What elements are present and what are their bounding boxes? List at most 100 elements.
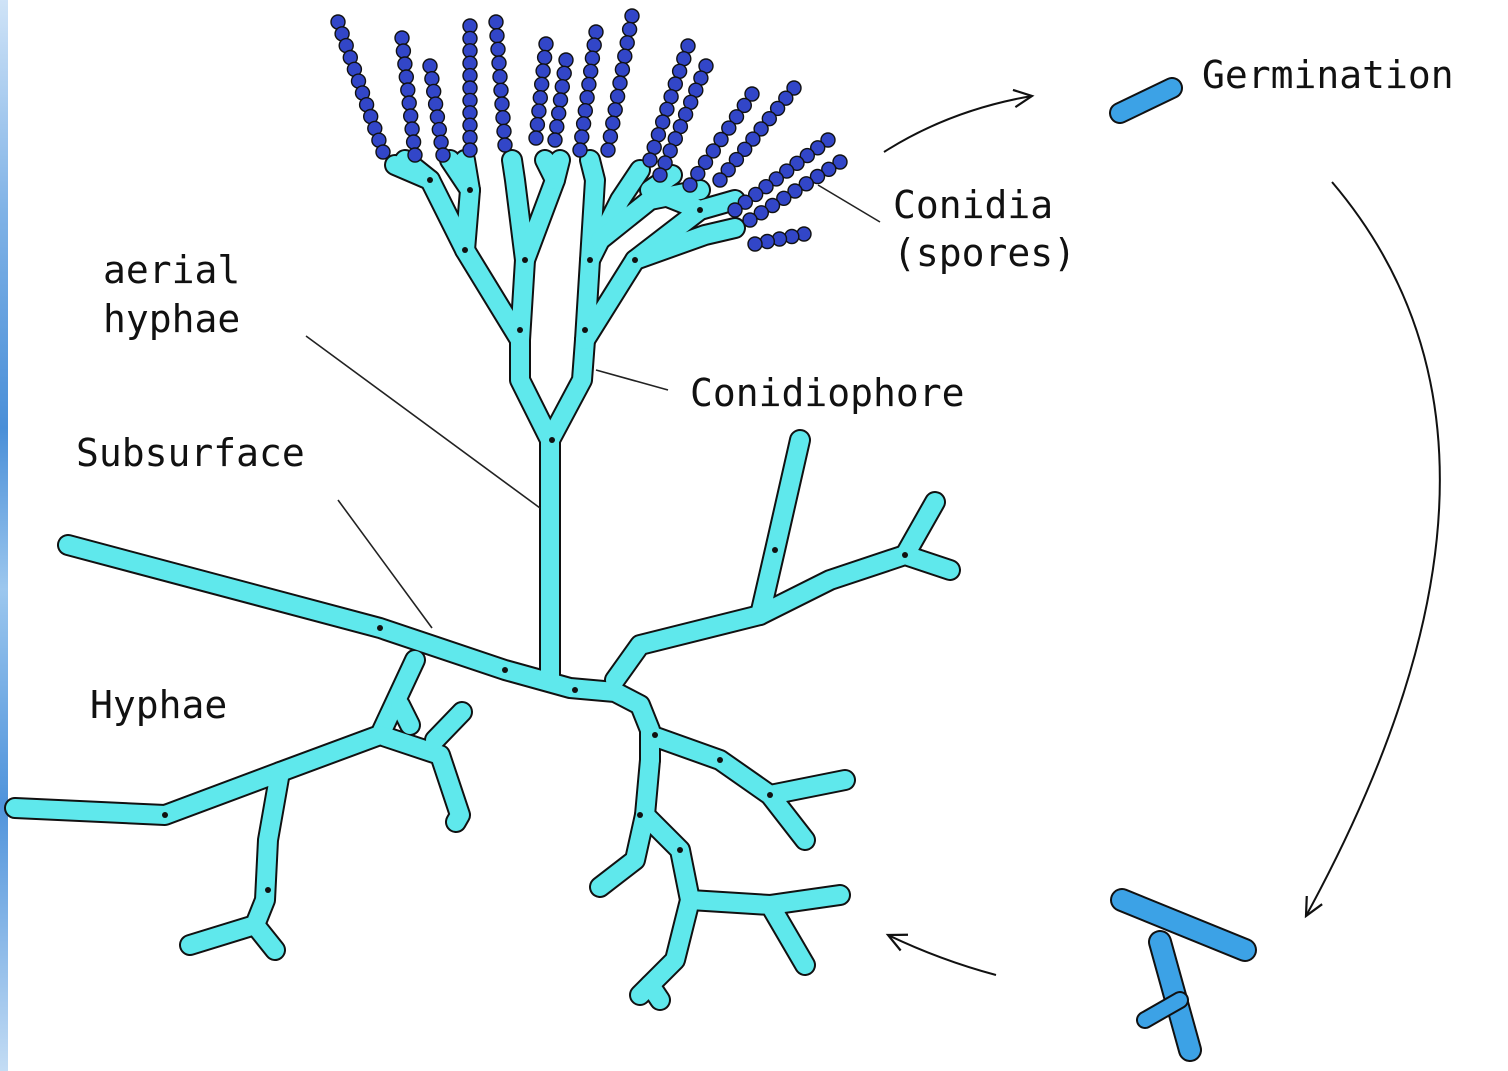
conidium bbox=[401, 83, 415, 97]
conidium bbox=[427, 84, 441, 98]
conidium bbox=[651, 128, 665, 142]
hypha-segment bbox=[400, 705, 410, 725]
conidium bbox=[559, 53, 573, 67]
conidium bbox=[575, 130, 589, 144]
conidium bbox=[608, 103, 622, 117]
conidium bbox=[582, 77, 596, 91]
arrow-down-cycle bbox=[1306, 182, 1440, 916]
hypha-segment bbox=[435, 712, 462, 740]
conidium bbox=[405, 122, 419, 136]
germinating-spore bbox=[1120, 88, 1172, 113]
conidium bbox=[748, 237, 762, 251]
hypha-septum bbox=[772, 547, 778, 553]
conidium bbox=[728, 203, 742, 217]
conidium bbox=[463, 143, 477, 157]
label-conidia: Conidia bbox=[893, 180, 1053, 230]
conidium bbox=[557, 66, 571, 80]
conidium bbox=[760, 235, 774, 249]
conidium bbox=[577, 117, 591, 131]
hypha-septum bbox=[677, 847, 683, 853]
conidium bbox=[587, 38, 601, 52]
hypha-septum bbox=[462, 247, 468, 253]
conidium bbox=[498, 138, 512, 152]
hypha-segment bbox=[650, 985, 660, 1000]
hypha-septum bbox=[652, 732, 658, 738]
hypha-septum bbox=[522, 257, 528, 263]
label-hyphae-aerial: hyphae bbox=[103, 294, 240, 344]
hypha-septum bbox=[632, 257, 638, 263]
spore-germ-bar bbox=[1122, 900, 1245, 950]
hypha-septum bbox=[587, 257, 593, 263]
conidium bbox=[538, 50, 552, 64]
label-germination: Germination bbox=[1202, 50, 1454, 100]
conidium bbox=[408, 148, 422, 162]
conidium bbox=[578, 104, 592, 118]
conidium bbox=[554, 93, 568, 107]
conidium bbox=[398, 57, 412, 71]
conidium bbox=[497, 124, 511, 138]
conidium bbox=[539, 37, 553, 51]
conidium bbox=[677, 52, 691, 66]
conidium bbox=[402, 96, 416, 110]
hypha-segment bbox=[615, 555, 950, 680]
conidium bbox=[668, 77, 682, 91]
hypha-septum bbox=[265, 887, 271, 893]
conidium bbox=[489, 15, 503, 29]
conidium bbox=[625, 9, 639, 23]
label-aerial: aerial bbox=[103, 245, 240, 295]
hypha-septum bbox=[427, 177, 433, 183]
conidium bbox=[585, 51, 599, 65]
hypha-septum bbox=[549, 437, 555, 443]
conidium bbox=[430, 110, 444, 124]
conidium bbox=[613, 76, 627, 90]
arrow-to-germination bbox=[884, 96, 1032, 152]
conidium bbox=[404, 109, 418, 123]
hypha-septum bbox=[902, 552, 908, 558]
hypha-segment bbox=[520, 340, 550, 678]
conidium bbox=[492, 56, 506, 70]
conidium bbox=[495, 97, 509, 111]
conidium bbox=[395, 31, 409, 45]
conidium bbox=[396, 44, 410, 58]
arrow-to-mycelium bbox=[888, 935, 996, 975]
conidium bbox=[589, 25, 603, 39]
label-subsurface: Subsurface bbox=[76, 428, 305, 478]
hypha-segment bbox=[545, 160, 555, 180]
conidium bbox=[603, 130, 617, 144]
hypha-segment bbox=[770, 895, 840, 905]
hypha-septum bbox=[767, 792, 773, 798]
label-conidiophore: Conidiophore bbox=[690, 368, 965, 418]
leader-line bbox=[338, 500, 432, 628]
conidium bbox=[555, 80, 569, 94]
hypha-septum bbox=[162, 812, 168, 818]
conidium bbox=[611, 89, 625, 103]
conidium bbox=[681, 39, 695, 53]
conidium bbox=[496, 111, 510, 125]
hypha-segment bbox=[465, 160, 470, 190]
conidium bbox=[623, 22, 637, 36]
conidium bbox=[643, 153, 657, 167]
germinating-spores bbox=[1120, 88, 1245, 1050]
conidium bbox=[432, 123, 446, 137]
conidium bbox=[606, 116, 620, 130]
hypha-septum bbox=[582, 327, 588, 333]
leader-line bbox=[306, 336, 540, 508]
conidium bbox=[434, 135, 448, 149]
conidium bbox=[743, 213, 757, 227]
conidium bbox=[535, 77, 549, 91]
conidium bbox=[573, 143, 587, 157]
conidium bbox=[530, 118, 544, 132]
conidium bbox=[618, 49, 632, 63]
hypha-septum bbox=[377, 625, 383, 631]
conidium bbox=[580, 91, 594, 105]
hypha-outline bbox=[615, 555, 950, 680]
leader-line bbox=[596, 370, 668, 390]
conidium bbox=[533, 91, 547, 105]
conidium bbox=[376, 145, 390, 159]
hypha-septum bbox=[572, 687, 578, 693]
conidium bbox=[660, 102, 674, 116]
conidium bbox=[656, 115, 670, 129]
hypha-septum bbox=[517, 327, 523, 333]
conidium bbox=[713, 173, 727, 187]
